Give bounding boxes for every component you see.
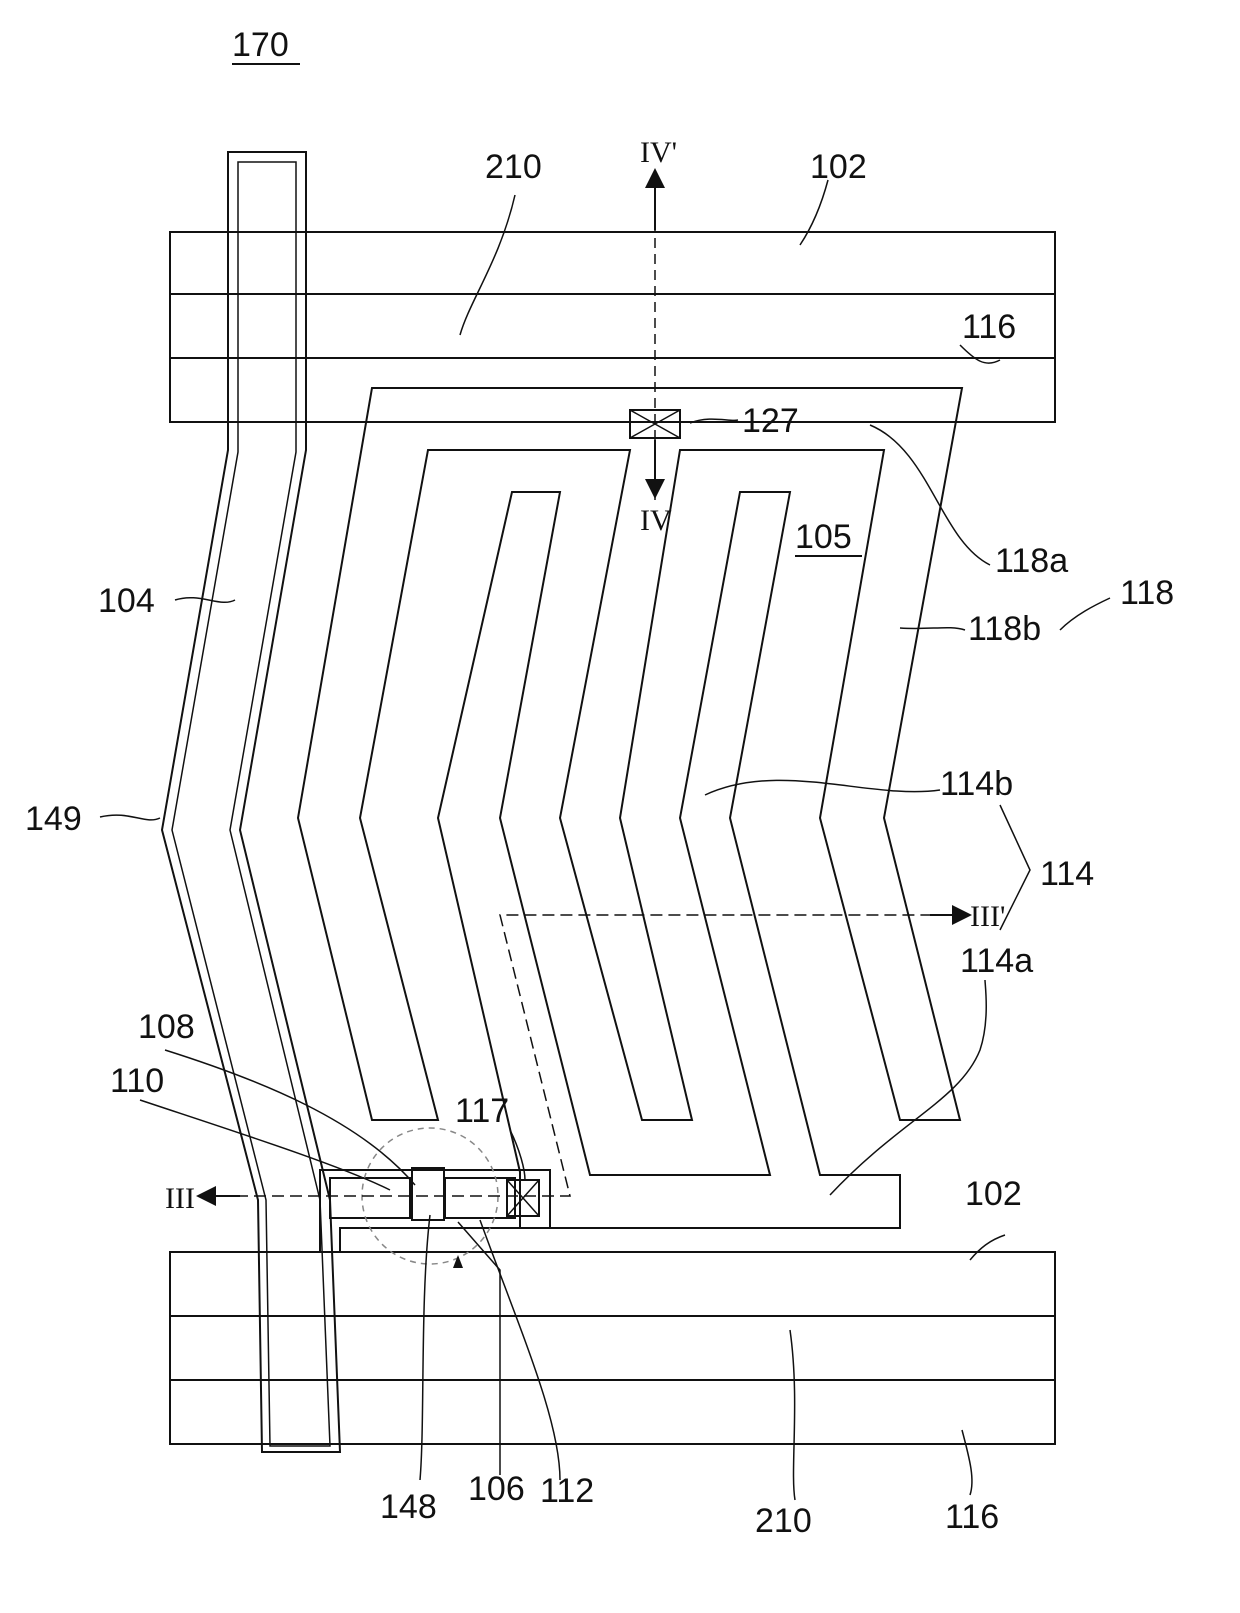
label-148: 148 [380,1488,437,1526]
leader-lines [100,180,1110,1500]
label-114: 114 [1040,855,1094,893]
label-210-bottom: 210 [755,1502,812,1540]
label-104: 104 [98,582,155,620]
data-line [162,152,340,1452]
top-gate-line [170,232,1055,422]
common-electrode [298,388,962,1120]
label-114b: 114b [940,765,1013,803]
label-105: 105 [795,518,852,556]
label-108: 108 [138,1008,195,1046]
section-mark-iv-prime: IV' [640,136,677,169]
label-118: 118 [1120,574,1174,612]
label-118b: 118b [968,610,1041,648]
label-102-top: 102 [810,148,867,186]
section-mark-iii: III [165,1182,195,1215]
label-149: 149 [25,800,82,838]
label-110: 110 [110,1062,164,1100]
label-116-bottom: 116 [945,1498,999,1536]
label-116-top: 116 [962,308,1016,346]
section-mark-iii-prime: III' [970,900,1005,933]
label-102-bottom: 102 [965,1175,1022,1213]
figure-title: 170 [232,26,289,64]
arrow-106 [453,1255,463,1268]
label-106: 106 [468,1470,525,1508]
label-210-top: 210 [485,148,542,186]
labels: 170 210 102 116 127 105 118a 118 118b 10… [25,26,1174,1540]
label-127: 127 [742,402,799,440]
label-114a: 114a [960,942,1033,980]
label-118a: 118a [995,542,1068,580]
bottom-gate-line [170,1252,1055,1444]
label-117: 117 [455,1092,509,1130]
section-mark-iv: IV [640,504,672,537]
label-112: 112 [540,1472,594,1510]
